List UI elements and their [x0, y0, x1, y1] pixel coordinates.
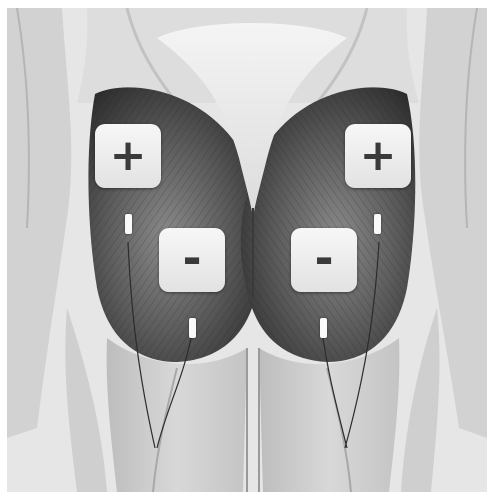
electrode-connector	[320, 318, 327, 338]
minus-icon: -	[182, 235, 201, 281]
electrode-pad-positive-right: +	[345, 124, 411, 188]
electrode-connector	[374, 214, 381, 234]
electrode-pad-positive-left: +	[95, 124, 161, 188]
electrode-placement-illustration: + - - +	[7, 8, 487, 492]
plus-icon: +	[110, 134, 147, 178]
electrode-pad-negative-left: -	[159, 228, 225, 292]
anatomy-drawing	[7, 8, 487, 492]
electrode-connector	[125, 214, 132, 234]
electrode-pad-negative-right: -	[291, 228, 357, 292]
minus-icon: -	[314, 235, 333, 281]
plus-icon: +	[360, 134, 397, 178]
electrode-connector	[189, 318, 196, 338]
